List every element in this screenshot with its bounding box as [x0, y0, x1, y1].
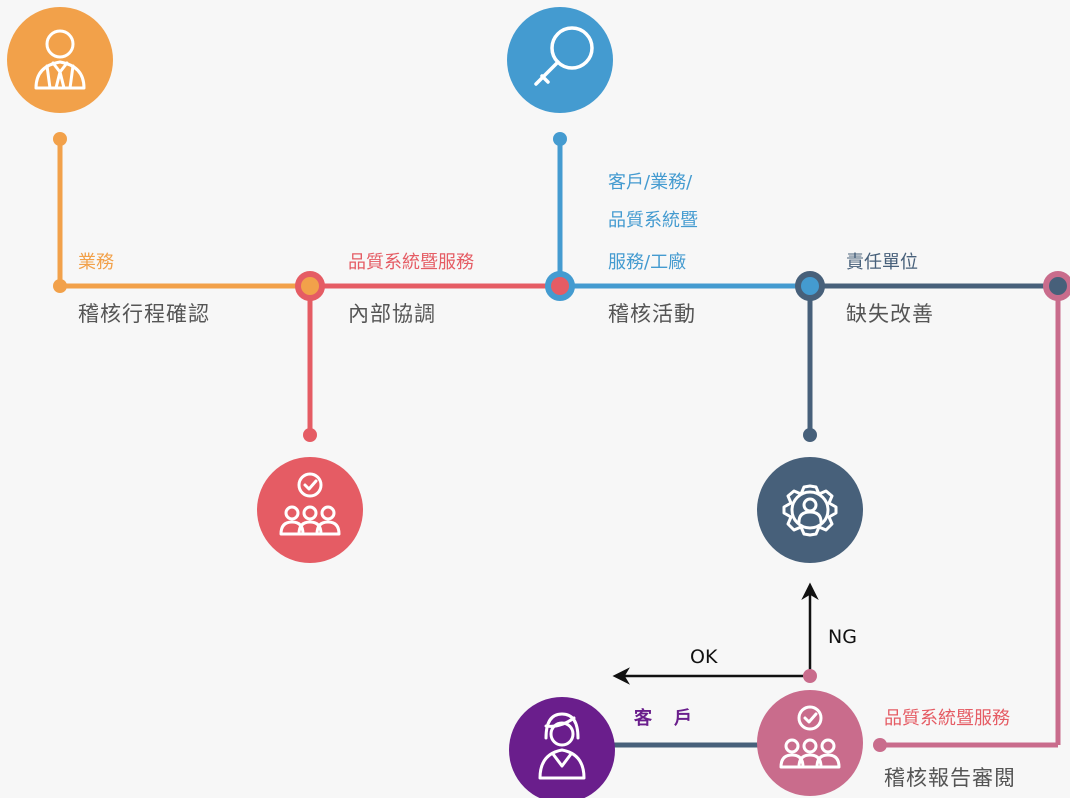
stage-3-role-line-3: 服務/工廠 — [608, 252, 687, 273]
stage-3-role-line-1: 客戶/業務/ — [608, 172, 693, 193]
node-4 — [1043, 271, 1070, 301]
customer-woman-icon — [509, 697, 615, 798]
team-check-icon — [257, 457, 363, 563]
stem-4-dot — [803, 428, 817, 442]
ok-label: OK — [690, 646, 718, 668]
stage-3-task: 稽核活動 — [608, 302, 696, 326]
stage-5-task: 稽核報告審閱 — [884, 766, 1016, 790]
stage-2-task: 內部協調 — [348, 302, 436, 326]
return-dot — [873, 738, 887, 752]
stage-2-role: 品質系統暨服務 — [348, 252, 474, 273]
magnifier-icon — [507, 7, 613, 113]
decision-dot — [803, 669, 817, 683]
stage-3-role-line-2: 品質系統暨 — [608, 210, 698, 231]
stem-2-dot — [303, 428, 317, 442]
stage-5-role: 品質系統暨服務 — [884, 708, 1010, 729]
node-1 — [295, 271, 325, 301]
customer-label: 客 戶 — [634, 708, 694, 729]
node-3 — [795, 271, 825, 301]
gear-person-icon — [757, 457, 863, 563]
ng-label: NG — [828, 626, 857, 648]
team-check-icon — [757, 690, 863, 796]
stage-4-role: 責任單位 — [846, 252, 918, 273]
stage-4-task: 缺失改善 — [846, 302, 934, 326]
stage-1-task: 稽核行程確認 — [78, 302, 210, 326]
node-2 — [545, 271, 575, 301]
stage-1-role: 業務 — [78, 252, 114, 273]
stem-3-dot — [553, 132, 567, 146]
auditor-person-icon — [7, 7, 113, 113]
stem-1-dot — [53, 132, 67, 146]
stem-1-end — [53, 279, 67, 293]
